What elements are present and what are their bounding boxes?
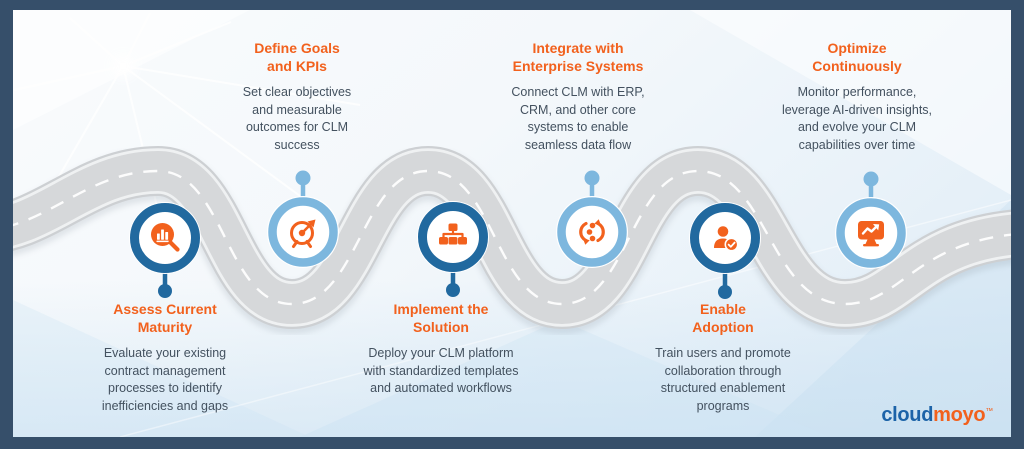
user-check-icon: [714, 226, 739, 252]
node-ring: [690, 203, 760, 273]
connector-dot: [446, 283, 460, 297]
step-description: Connect CLM with ERP, CRM, and other cor…: [511, 85, 645, 152]
connector-dot: [158, 284, 172, 298]
monitor-trend-icon: [858, 221, 884, 247]
step-title: Assess Current Maturity: [113, 301, 217, 335]
road-journey-graphic: [13, 10, 1011, 437]
step-assess-text: Assess Current Maturity Evaluate your ex…: [45, 301, 285, 415]
step-integrate-text: Integrate with Enterprise Systems Connec…: [458, 40, 698, 154]
magnifier-bar-chart-icon: [151, 223, 180, 252]
step-title: Integrate with Enterprise Systems: [512, 40, 644, 74]
step-description: Deploy your CLM platform with standardiz…: [363, 346, 519, 395]
cloudmoyo-logo: cloudmoyo™: [881, 404, 993, 427]
step-node-assess: [129, 202, 201, 298]
road-center-line: [13, 169, 1011, 306]
step-node-integrate: [556, 170, 628, 268]
step-description: Set clear objectives and measurable outc…: [242, 85, 352, 152]
step-description: Train users and promote collaboration th…: [655, 346, 791, 413]
step-title: Implement the Solution: [393, 301, 489, 335]
connector-dot: [295, 170, 311, 186]
step-optimize-text: Optimize Continuously Monitor performanc…: [737, 40, 977, 154]
logo-trademark: ™: [985, 406, 993, 416]
connector-dot: [863, 171, 879, 187]
step-description: Evaluate your existing contract manageme…: [101, 346, 229, 413]
step-node-define: [267, 170, 339, 268]
sync-data-icon: [579, 219, 605, 245]
connector-dot: [718, 285, 732, 299]
step-description: Monitor performance, leverage AI-driven …: [781, 85, 933, 152]
starburst-decoration: [13, 12, 361, 253]
step-node-enable: [689, 202, 761, 299]
connector-dot: [584, 170, 600, 186]
step-implement-text: Implement the Solution Deploy your CLM p…: [321, 301, 561, 398]
logo-part-cloud: cloud: [881, 404, 934, 426]
road: [13, 145, 1011, 335]
step-title: Enable Adoption: [692, 301, 754, 335]
step-node-implement: [417, 201, 489, 297]
step-title: Optimize Continuously: [812, 40, 902, 74]
target-arrow-icon: [290, 219, 316, 248]
step-title: Define Goals and KPIs: [254, 40, 340, 74]
step-define-text: Define Goals and KPIs Set clear objectiv…: [177, 40, 417, 154]
step-node-optimize: [835, 171, 907, 269]
logo-part-moyo: moyo: [933, 404, 986, 426]
step-enable-text: Enable Adoption Train users and promote …: [603, 301, 843, 415]
org-chart-icon: [439, 223, 467, 245]
